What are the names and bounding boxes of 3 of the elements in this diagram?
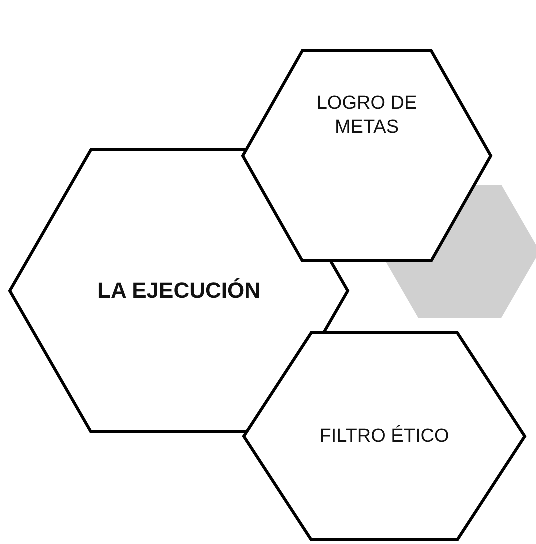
hexagon-label: FILTRO ÉTICO: [320, 424, 450, 448]
hexagon-label: LOGRO DE METAS: [316, 92, 418, 140]
hexagon-label: LA EJECUCIÓN: [98, 277, 260, 305]
